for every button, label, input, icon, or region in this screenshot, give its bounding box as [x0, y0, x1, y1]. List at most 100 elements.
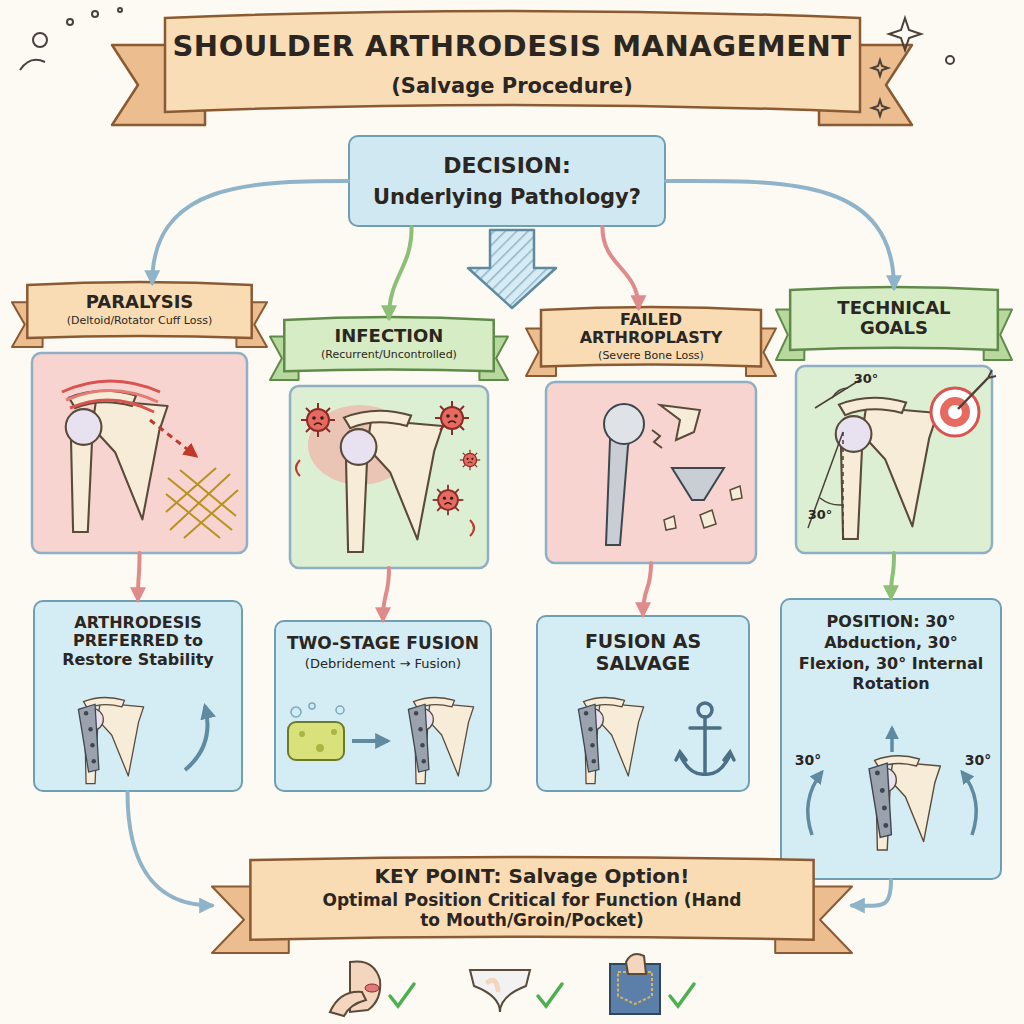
- banner-label-area: FAILED ARTHROPLASTY(Severe Bone Loss): [551, 308, 751, 365]
- svg-line: [890, 728, 894, 752]
- svg-use: [836, 398, 938, 539]
- node-heading: FUSION AS SALVAGE: [548, 631, 738, 675]
- banner-label-area: KEY POINT: Salvage Option!Optimal Positi…: [276, 858, 788, 938]
- svg-circle: [948, 405, 962, 419]
- node-subtext: (Severe Bone Loss): [598, 350, 704, 363]
- pathology-banner: INFECTION (Recurrent/Uncontrolled): [270, 318, 508, 568]
- arthrodesis-fused-illustration: [78, 697, 207, 783]
- svg-path: [184, 490, 238, 538]
- svg-use: [301, 403, 335, 437]
- svg-line: [958, 378, 988, 409]
- infection-illustration: [296, 401, 480, 552]
- svg-circle: [336, 706, 344, 714]
- svg-circle: [33, 33, 47, 47]
- illustration-panel: [796, 366, 992, 553]
- ribbon-shape: [776, 287, 1012, 360]
- flow-arrow: [852, 880, 891, 906]
- svg-circle: [309, 703, 315, 709]
- svg-path: [180, 470, 236, 516]
- subtitle-text: (Salvage Procedure): [170, 74, 854, 98]
- flow-arrow: [389, 227, 412, 318]
- svg-line: [842, 432, 844, 540]
- svg-circle: [931, 388, 979, 436]
- svg-path: [541, 307, 761, 366]
- svg-path: [820, 498, 843, 505]
- svg-circle: [316, 744, 324, 752]
- svg-use: [435, 401, 469, 435]
- ribbon-shape: [270, 317, 508, 380]
- ribbon-shape: [12, 282, 267, 347]
- svg-path: [250, 857, 813, 940]
- svg-path: [889, 18, 921, 50]
- svg-path: [66, 390, 158, 402]
- svg-line: [808, 432, 843, 528]
- svg-path: [988, 370, 996, 378]
- two-stage-illustration: [288, 697, 474, 783]
- svg-path: [168, 478, 232, 530]
- flow-arrow: [128, 792, 213, 906]
- svg-path: [350, 961, 380, 1012]
- svg-path: [618, 972, 652, 1004]
- illustration-panel: [546, 382, 756, 563]
- node-subtext: (Recurrent/Uncontrolled): [321, 349, 457, 362]
- svg-line: [815, 380, 860, 408]
- svg-use: [433, 485, 464, 516]
- node-heading: INFECTION: [335, 326, 444, 347]
- node-heading: DECISION:: [443, 153, 571, 178]
- svg-circle: [118, 8, 122, 12]
- key-point-banner: KEY POINT: Salvage Option!Optimal Positi…: [212, 858, 852, 953]
- svg-path: [962, 772, 976, 835]
- svg-circle: [331, 729, 337, 735]
- svg-path: [790, 287, 998, 350]
- svg-circle: [940, 397, 970, 427]
- node-heading: TWO-STAGE FUSION: [287, 634, 479, 654]
- title-ribbon: [112, 11, 912, 125]
- svg-path: [62, 381, 160, 392]
- failed-arthroplasty-illustration: [604, 404, 742, 545]
- svg-path: [390, 984, 414, 1006]
- svg-path: [488, 980, 498, 990]
- svg-use: [578, 697, 643, 783]
- svg-path: [165, 11, 860, 112]
- function-icons: [330, 954, 694, 1016]
- flow-arrow: [891, 553, 894, 598]
- svg-path: [185, 706, 208, 770]
- flow-arrow: [138, 553, 140, 600]
- svg-path: [20, 60, 45, 70]
- svg-path: [70, 400, 154, 412]
- svg-circle: [698, 703, 712, 717]
- doodle-stars: [20, 8, 954, 116]
- svg-path: [672, 468, 724, 500]
- svg-circle: [92, 11, 98, 17]
- svg-path: [470, 970, 530, 1012]
- illustration-panel: [32, 353, 247, 553]
- svg-path: [872, 60, 888, 76]
- flow-arrow: [666, 181, 894, 288]
- svg-path: [538, 984, 562, 1006]
- svg-line: [703, 717, 707, 772]
- position-illustration: [808, 728, 976, 850]
- svg-ellipse: [365, 984, 379, 992]
- svg-g: [166, 468, 238, 538]
- svg-path: [808, 772, 822, 835]
- svg-path: [872, 100, 888, 116]
- banner-label-area: TECHNICAL GOALS: [800, 288, 989, 348]
- svg-use: [341, 411, 443, 552]
- fusion-salvage-illustration: [578, 697, 734, 783]
- svg-ellipse: [308, 405, 412, 485]
- node-subtext: Optimal Position Critical for Function (…: [312, 891, 752, 930]
- ribbon-shape: [526, 307, 776, 376]
- decision-box: DECISION:Underlying Pathology?: [348, 135, 666, 227]
- goals-banner: TECHNICAL GOALS: [776, 288, 1012, 553]
- svg-path: [170, 474, 230, 530]
- flow-arrow: [383, 568, 389, 620]
- svg-rect: [288, 722, 344, 760]
- outcome-box: FUSION AS SALVAGE: [536, 615, 750, 792]
- title-text: SHOULDER ARTHRODESIS MANAGEMENT: [170, 30, 854, 63]
- svg-use: [869, 756, 940, 850]
- outcome-box: TWO-STAGE FUSION(Debridement → Fusion): [274, 620, 492, 792]
- node-heading: TECHNICAL GOALS: [829, 298, 959, 339]
- svg-circle: [604, 404, 644, 444]
- central-hatched-arrow: [468, 230, 556, 308]
- svg-path: [330, 992, 366, 1016]
